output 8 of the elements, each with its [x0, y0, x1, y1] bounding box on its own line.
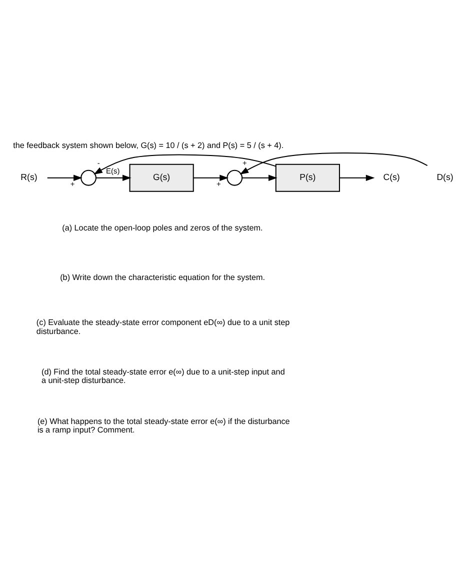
node-text: R(s) — [20, 172, 38, 182]
edge-label: - — [97, 158, 100, 168]
edge-label: + — [242, 158, 247, 168]
edge-label: E(s) — [106, 166, 120, 176]
node-text: D(s) — [436, 172, 454, 182]
edge-label: + — [70, 180, 75, 189]
node-text: C(s) — [383, 172, 400, 182]
edge-label: + — [216, 180, 221, 189]
